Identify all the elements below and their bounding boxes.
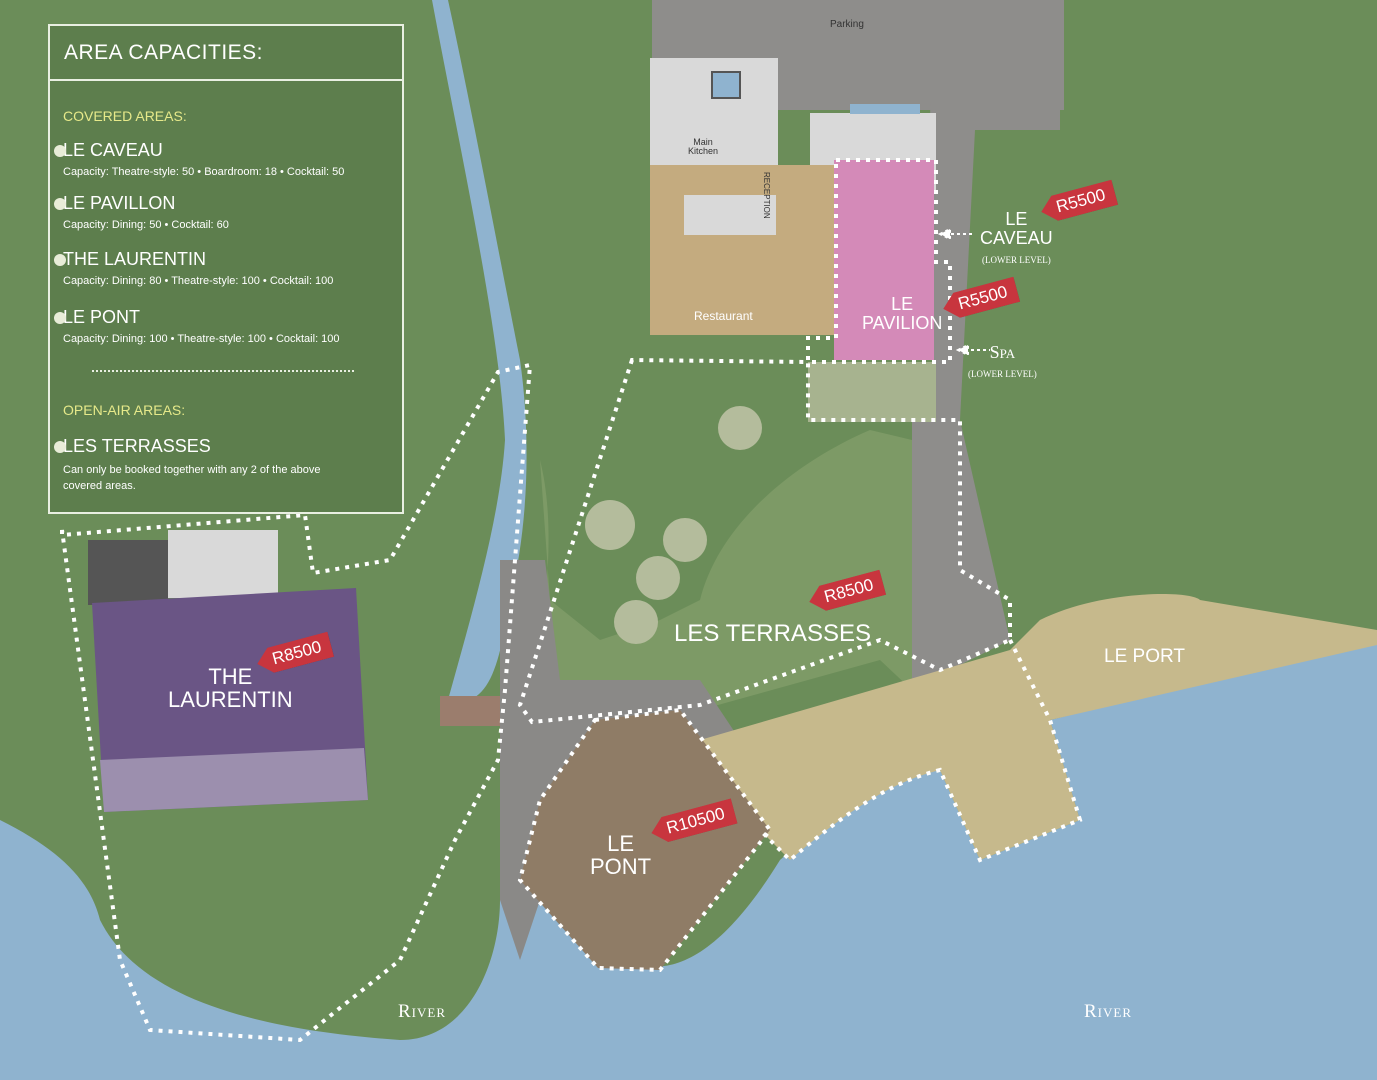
open-air-heading: OPEN-AIR AREAS:	[63, 402, 186, 418]
le-pavilion-line1: LE	[891, 294, 914, 314]
arrows	[937, 227, 990, 357]
tree-cluster-3	[636, 556, 680, 600]
spa-line: Spa	[989, 342, 1016, 362]
spa-sub: (LOWER LEVEL)	[968, 368, 1037, 379]
legend-item-le-pavillon: LE PAVILLON Capacity: Dining: 50 • Cockt…	[54, 193, 229, 231]
laurentin-steps	[100, 748, 368, 812]
legend-item-capacity: Capacity: Dining: 50 • Cocktail: 60	[63, 219, 229, 231]
driveway	[930, 100, 1060, 420]
le-pont-label: LE PONT	[590, 832, 651, 878]
capacity-legend: AREA CAPACITIES: COVERED AREAS: LE CAVEA…	[48, 24, 404, 514]
beach	[700, 594, 1377, 860]
le-caveau-label: LE CAVEAU (LOWER LEVEL)	[980, 210, 1053, 267]
terrasses-boundary	[517, 357, 1012, 725]
bullet-icon	[54, 198, 66, 210]
tree-cluster-1	[585, 500, 635, 550]
le-pavilion-line2: PAVILION	[862, 312, 943, 333]
parking-label: Parking	[830, 19, 864, 30]
covered-areas-heading: COVERED AREAS:	[63, 108, 187, 124]
le-pavilion-label: LE PAVILION	[862, 295, 942, 333]
main-kitchen-line1: Main	[693, 137, 713, 147]
main-kitchen-label: Main Kitchen	[688, 137, 719, 157]
les-terrasses-label: LES TERRASSES	[674, 620, 871, 647]
legend-item-the-laurentin: THE LAURENTIN Capacity: Dining: 80 • The…	[54, 249, 334, 287]
le-pont-line1: LE	[607, 831, 635, 856]
tree-cluster-4	[614, 600, 658, 644]
laurentin-line2: LAURENTIN	[168, 687, 293, 713]
bullet-icon	[54, 312, 66, 324]
spa-label: Spa (LOWER LEVEL)	[968, 343, 1037, 381]
laurentin-annex	[168, 530, 278, 598]
legend-item-capacity: Capacity: Dining: 80 • Theatre-style: 10…	[63, 275, 334, 287]
bullet-icon	[54, 145, 66, 157]
legend-divider	[92, 370, 354, 372]
legend-item-name: LE PONT	[63, 307, 141, 327]
bullet-icon	[54, 441, 66, 453]
le-caveau-sub: (LOWER LEVEL)	[981, 254, 1051, 265]
restaurant-floor	[650, 165, 836, 335]
laurentin-line1: THE	[208, 664, 253, 689]
pool-small	[711, 71, 741, 99]
bridge	[440, 696, 500, 726]
stream	[432, 0, 527, 700]
legend-item-name: LES TERRASSES	[63, 436, 211, 456]
pavilion-building	[834, 160, 934, 360]
bullet-icon	[54, 254, 66, 266]
pavilion-boundary	[806, 158, 952, 364]
garden-path	[530, 430, 912, 720]
le-pont-area	[520, 710, 770, 970]
laurentin-label: THE LAURENTIN	[168, 665, 293, 711]
area-boundaries	[60, 158, 1083, 1043]
legend-item-capacity: Capacity: Theatre-style: 50 • Boardroom:…	[63, 166, 345, 178]
legend-item-description: Can only be booked together with any 2 o…	[63, 464, 321, 492]
pont-boundary	[517, 707, 773, 973]
tree-cluster-2	[663, 518, 707, 562]
river	[0, 640, 1377, 1080]
laurentin-restroom	[88, 540, 168, 605]
lower-terrace	[808, 362, 936, 422]
laurentin-boundary	[60, 362, 533, 1043]
restaurant-label: Restaurant	[694, 309, 753, 323]
le-caveau-line2: CAVEAU	[980, 227, 1053, 248]
river-label-right: River	[1084, 1001, 1133, 1022]
le-port-label: LE PORT	[1104, 646, 1185, 667]
legend-item-name: LE CAVEAU	[63, 140, 163, 160]
legend-item-le-pont: LE PONT Capacity: Dining: 100 • Theatre-…	[54, 307, 340, 345]
legend-title: AREA CAPACITIES:	[50, 26, 402, 81]
legend-item-name: LE PAVILLON	[63, 193, 176, 213]
river-label-left: River	[398, 1001, 447, 1022]
legend-item-capacity: Capacity: Dining: 100 • Theatre-style: 1…	[63, 333, 340, 345]
main-kitchen-line2: Kitchen	[688, 146, 719, 157]
legend-item-les-terrasses: LES TERRASSES Can only be booked togethe…	[54, 436, 333, 494]
le-pont-line2: PONT	[590, 854, 652, 880]
kitchen-annex	[684, 195, 776, 235]
legend-item-le-caveau: LE CAVEAU Capacity: Theatre-style: 50 • …	[54, 140, 345, 178]
legend-item-name: THE LAURENTIN	[63, 249, 207, 269]
le-caveau-line1: LE	[1005, 209, 1028, 229]
pool-top	[850, 104, 920, 114]
tree-cluster-5	[718, 406, 762, 450]
reception-label: RECEPTION	[762, 172, 771, 219]
port-boundary	[758, 639, 1083, 863]
